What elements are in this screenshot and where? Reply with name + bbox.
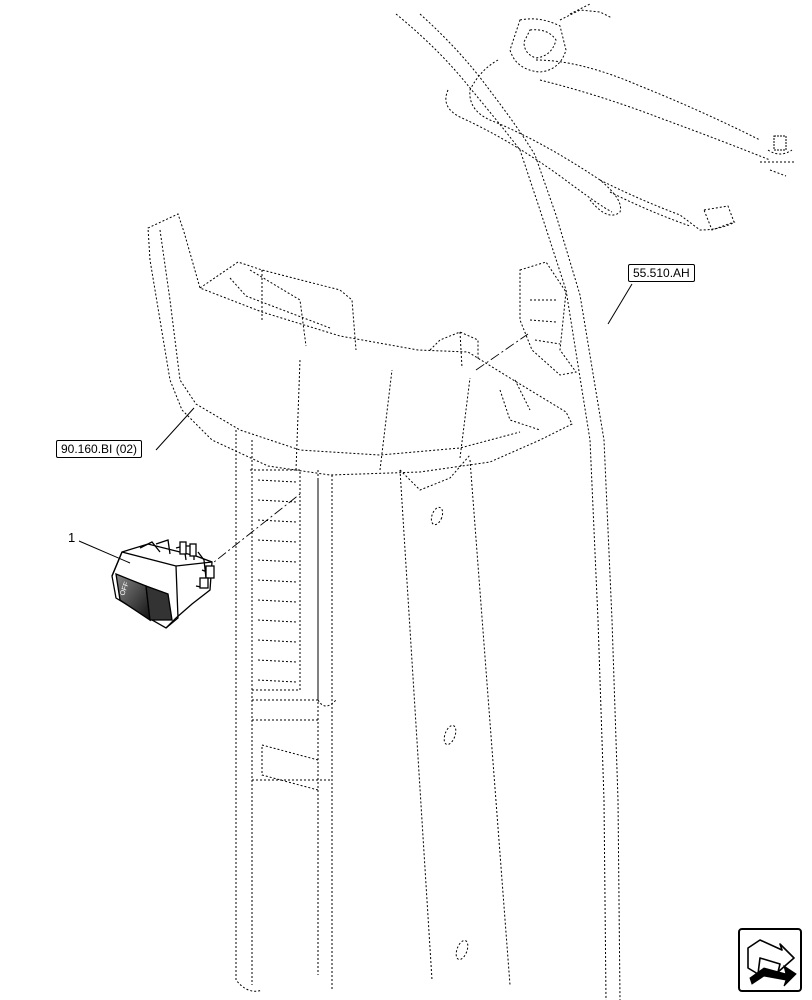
ref-label-column-trim[interactable]: 90.160.BI (02) [56, 440, 143, 458]
cab-pillar [235, 430, 511, 992]
column-trim-panel [147, 213, 573, 491]
item-number-1: 1 [68, 530, 76, 545]
next-page-arrow-icon[interactable] [738, 928, 802, 992]
leader-lines [78, 283, 633, 564]
rocker-switch-part-1 [111, 539, 215, 629]
assembly-centerlines [203, 333, 529, 571]
switch-legend: OFF [119, 581, 130, 597]
ref-label-wiring-harness[interactable]: 55.510.AH [628, 264, 695, 282]
harness-fastener [760, 135, 796, 177]
wiring-harness [395, 3, 771, 1000]
